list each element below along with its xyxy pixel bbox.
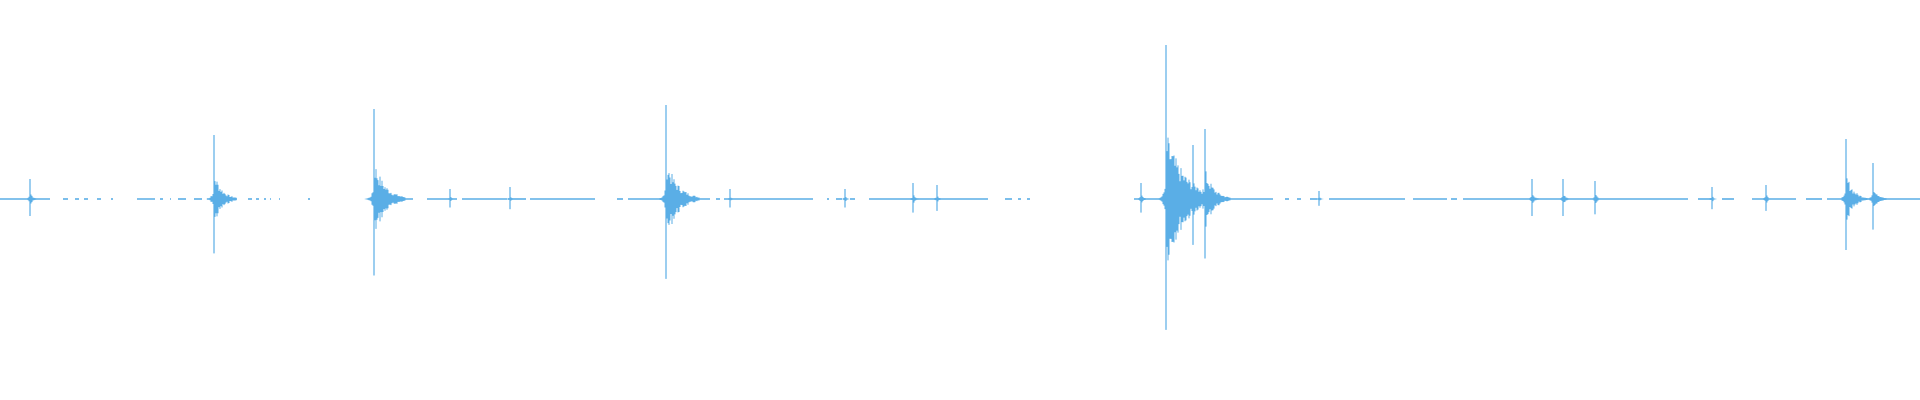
waveform-peak bbox=[727, 189, 735, 208]
waveform-peak bbox=[655, 105, 700, 279]
waveform-peak bbox=[1763, 185, 1772, 211]
waveform-peak bbox=[934, 185, 943, 211]
waveform-peak bbox=[1138, 183, 1148, 213]
waveform-peak bbox=[1196, 129, 1231, 259]
waveform-peak bbox=[1529, 179, 1540, 216]
waveform-peak bbox=[206, 135, 237, 254]
waveform-peak bbox=[1592, 181, 1602, 215]
waveform-peak bbox=[910, 183, 920, 213]
waveform-peak bbox=[1868, 163, 1887, 230]
waveform-peak bbox=[447, 189, 455, 208]
waveform-peak bbox=[842, 189, 850, 208]
waveform-peak bbox=[27, 179, 38, 216]
waveform-peak bbox=[1560, 179, 1571, 216]
waveform-peaks bbox=[27, 45, 1887, 330]
waveform-peak bbox=[507, 187, 515, 210]
waveform-peak bbox=[1839, 139, 1868, 250]
waveform-peak bbox=[364, 109, 406, 276]
waveform-peak bbox=[1709, 187, 1717, 210]
waveform-peak bbox=[1316, 191, 1324, 206]
